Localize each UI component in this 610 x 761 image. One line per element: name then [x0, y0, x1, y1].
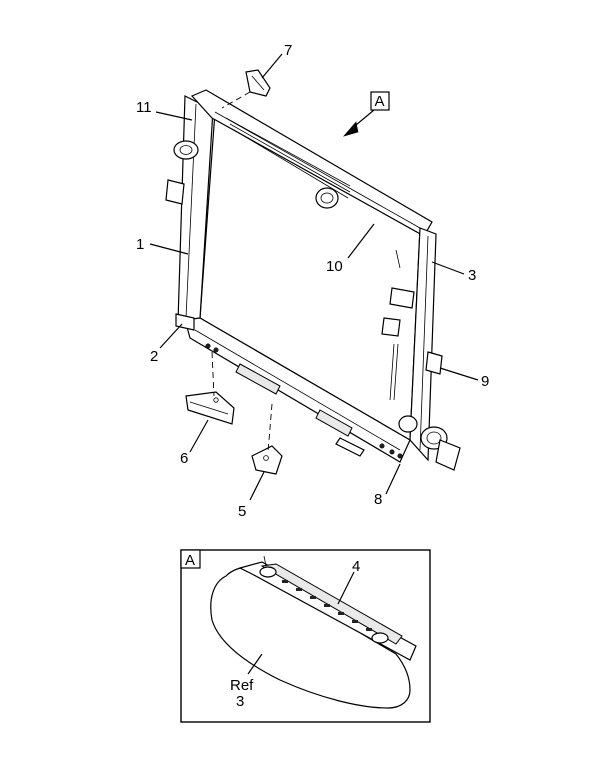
callout-2: 2 — [150, 348, 158, 365]
callout-1: 1 — [136, 236, 144, 253]
callout-10: 10 — [326, 258, 343, 275]
leader-lines — [149, 53, 479, 501]
view-a-arrow — [343, 109, 375, 137]
callout-5: 5 — [238, 503, 246, 520]
callout-4: 4 — [352, 558, 360, 575]
radiator-assembly — [165, 89, 461, 471]
detail-label: A — [185, 552, 195, 569]
callout-11: 11 — [136, 99, 152, 116]
right-upper-bracket — [389, 287, 415, 309]
view-label-box: A — [370, 91, 390, 111]
callout-8: 8 — [374, 491, 382, 508]
top-tank — [190, 89, 433, 237]
detail-view-a: A 4 Ref 3 — [180, 549, 431, 723]
bracket-part-6 — [185, 351, 235, 425]
callout-3: 3 — [468, 267, 476, 284]
ref-word: Ref — [230, 677, 254, 694]
callout-9: 9 — [481, 373, 489, 390]
callout-6: 6 — [180, 450, 188, 467]
upper-inlet-neck — [173, 140, 199, 160]
tank-cover — [210, 566, 411, 709]
left-upper-bracket — [165, 179, 185, 205]
filler-neck — [315, 187, 339, 209]
bracket-part-7 — [221, 69, 271, 109]
ref-number: 3 — [236, 693, 244, 710]
callout-7: 7 — [284, 42, 292, 59]
view-label: A — [375, 93, 385, 110]
right-side-rail — [409, 227, 437, 462]
right-mount-bracket — [425, 351, 443, 375]
bracket-part-5 — [251, 403, 283, 475]
